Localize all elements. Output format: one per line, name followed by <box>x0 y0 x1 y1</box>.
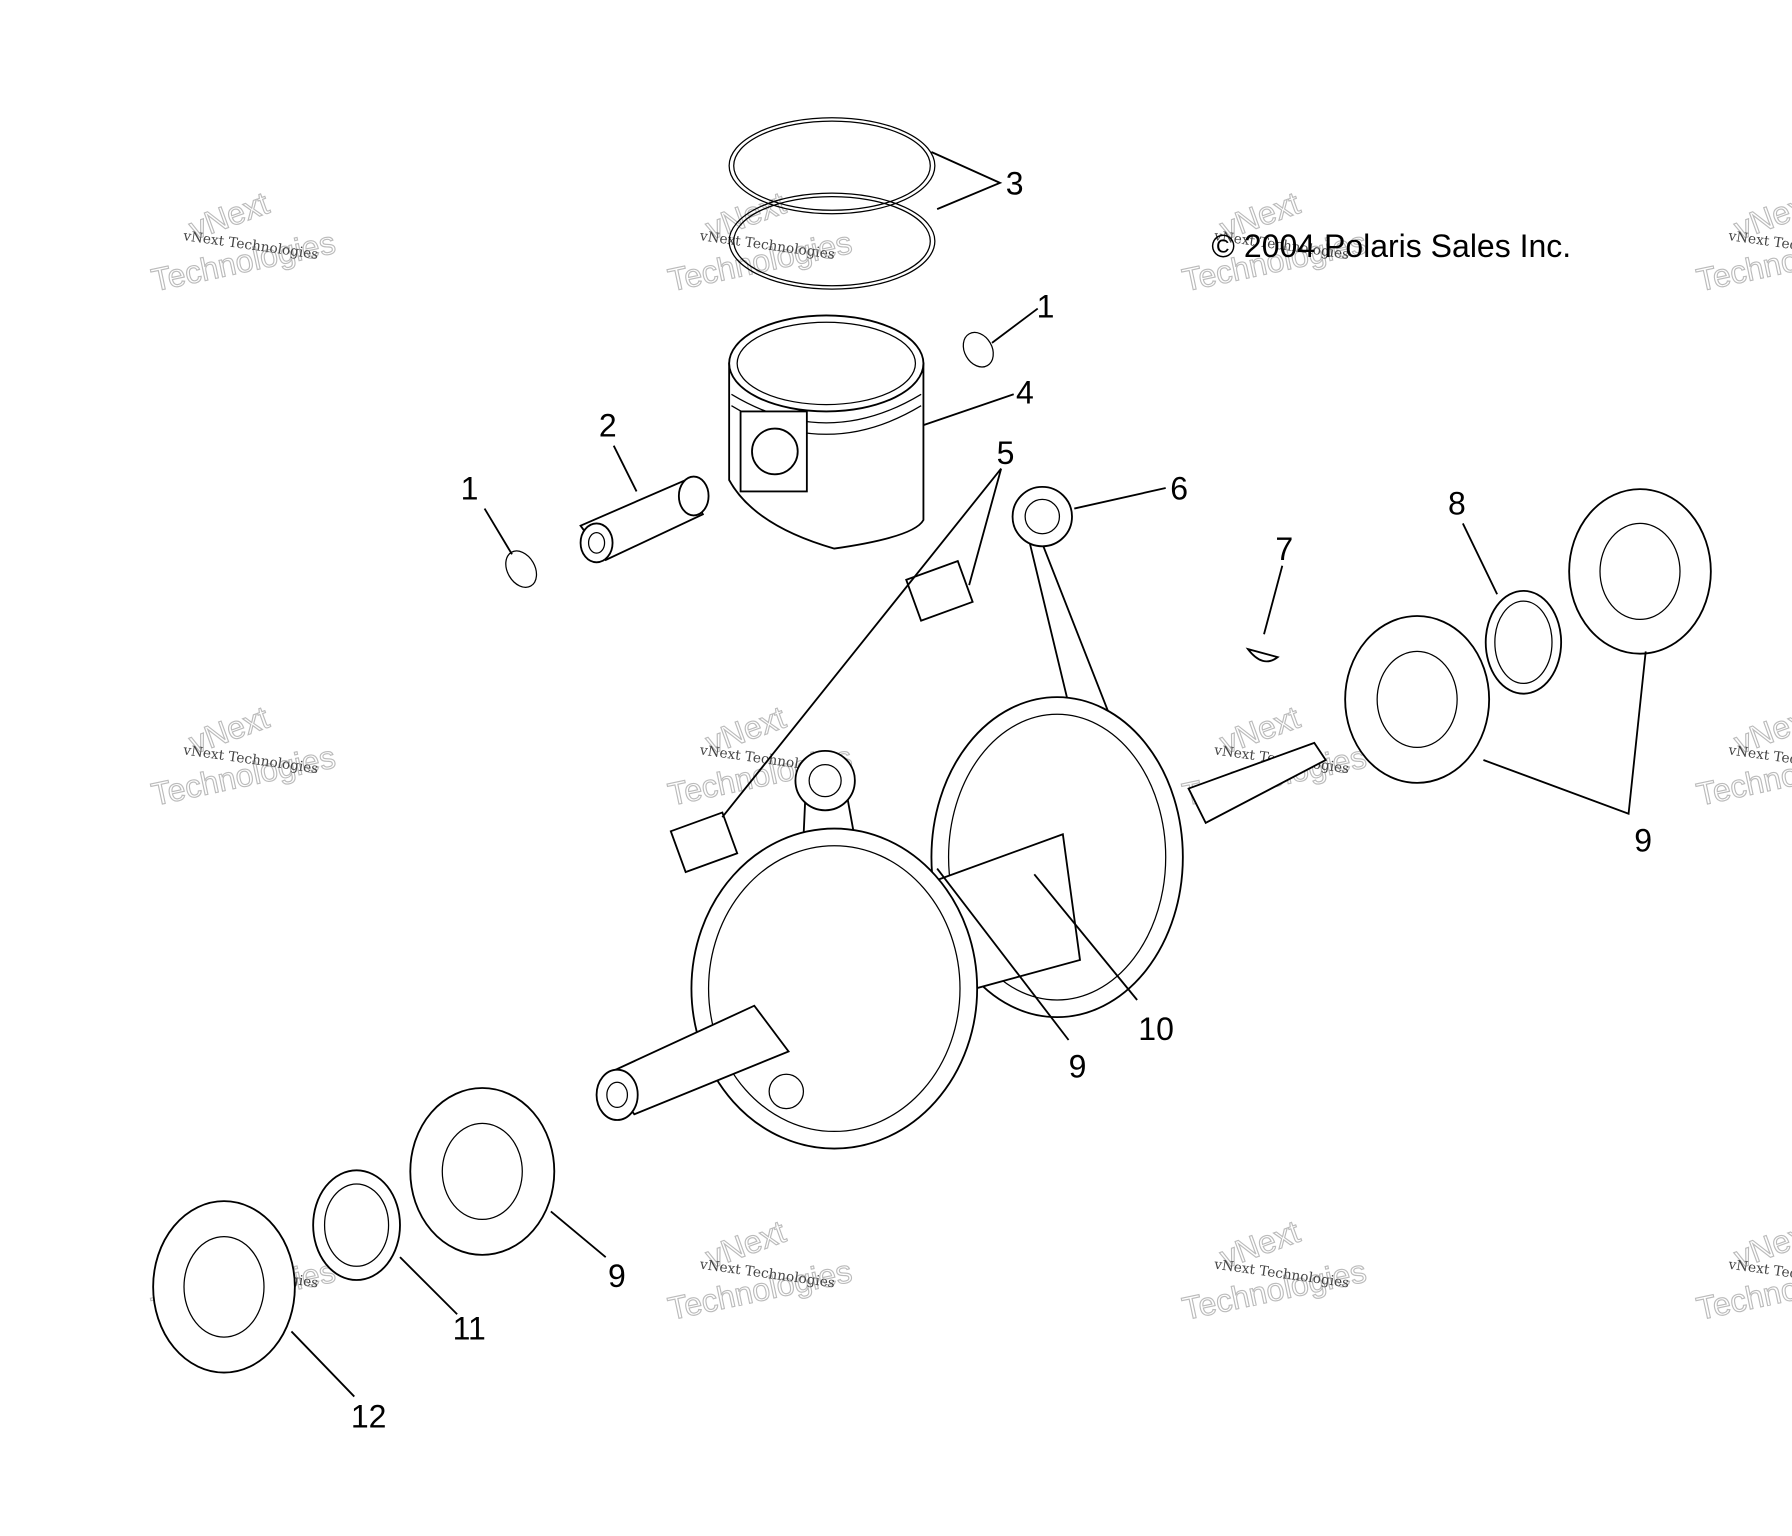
leader-lines <box>290 151 1647 1398</box>
callout-9-center: 9 <box>1069 1049 1087 1085</box>
callout-8: 8 <box>1448 485 1466 521</box>
callout-9-right: 9 <box>1634 822 1652 858</box>
needle-bearings <box>669 559 974 874</box>
callout-12: 12 <box>351 1398 387 1434</box>
circlip-upper <box>962 331 994 368</box>
callout-2: 2 <box>599 408 617 444</box>
callout-1-circlip-left: 1 <box>461 470 479 506</box>
woodruff-key <box>1245 647 1280 663</box>
copyright-text: © 2004 Polaris Sales Inc. <box>1211 228 1571 264</box>
callout-7: 7 <box>1275 531 1293 567</box>
piston-pin <box>579 475 710 564</box>
callout-4: 4 <box>1016 374 1034 410</box>
callout-10: 10 <box>1138 1011 1174 1047</box>
circlip-lower <box>505 550 538 588</box>
callout-1-circlip: 1 <box>1037 289 1055 325</box>
piston-rings <box>728 117 936 290</box>
crankshaft <box>595 696 1328 1150</box>
callout-5: 5 <box>997 435 1015 471</box>
callout-6: 6 <box>1170 470 1188 506</box>
callout-3: 3 <box>1006 165 1024 201</box>
callout-11: 11 <box>453 1310 486 1346</box>
callout-9-left: 9 <box>608 1258 626 1294</box>
callout-labels: 3 1 4 2 5 1 6 7 8 9 10 9 9 11 12 <box>351 165 1652 1434</box>
piston <box>728 314 925 550</box>
bearings-and-seals <box>152 488 1712 1374</box>
